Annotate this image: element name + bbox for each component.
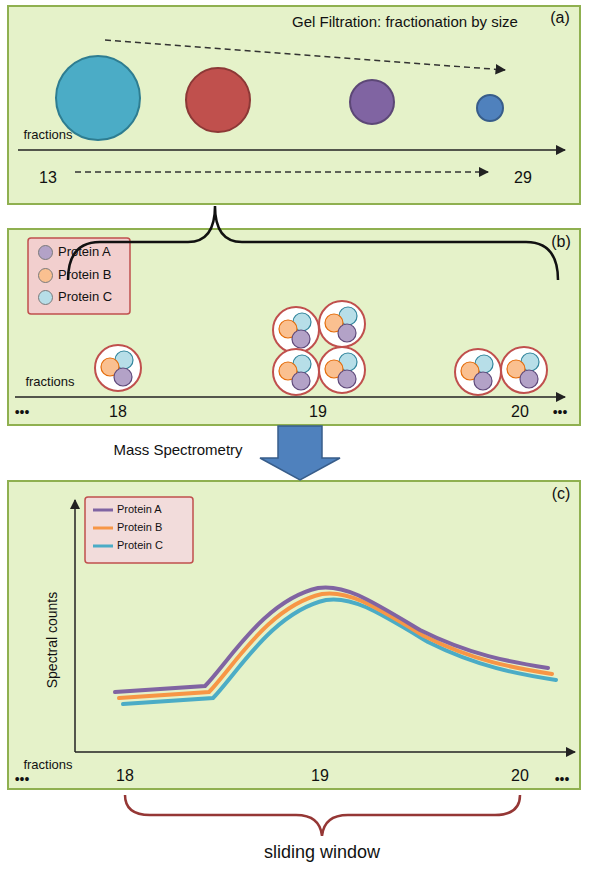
panel-text: fractions bbox=[23, 758, 72, 773]
protein-complex bbox=[455, 349, 501, 395]
panel-text: Spectral counts bbox=[44, 592, 60, 689]
fraction-axis bbox=[18, 149, 565, 151]
panel-text: Gel Filtration: fractionation by size bbox=[292, 13, 518, 30]
caption-label: sliding window bbox=[264, 842, 380, 863]
panel-text: (a) bbox=[550, 9, 570, 27]
fraction-axis bbox=[15, 396, 565, 398]
protein-complex bbox=[273, 349, 319, 395]
panel-text: ••• bbox=[15, 771, 30, 787]
panel-box: (c) Spectral counts fractions 18 19 20 ••• ••• bbox=[7, 480, 581, 790]
medium-large-molecule bbox=[186, 68, 250, 132]
protein-complex bbox=[319, 347, 365, 393]
panel-text: fractions bbox=[25, 375, 74, 390]
protein-a-curve bbox=[115, 587, 548, 692]
protein-c-curve bbox=[123, 599, 556, 704]
small-molecule bbox=[477, 95, 503, 121]
y-axis bbox=[74, 500, 76, 752]
panel-text: 18 bbox=[109, 403, 127, 421]
legend-line bbox=[93, 508, 113, 511]
large-molecule bbox=[56, 56, 140, 140]
curly-bracket bbox=[68, 206, 558, 280]
legend-line bbox=[93, 544, 113, 547]
panel-box: Gel Filtration: fractionation by size (a)… bbox=[7, 5, 581, 205]
panel-box: (b) fractions 18 19 20 ••• ••• bbox=[7, 228, 581, 426]
window-bracket bbox=[125, 795, 520, 836]
legend-line bbox=[93, 526, 113, 529]
medium-small-molecule bbox=[350, 80, 394, 124]
fraction-range-arrow bbox=[75, 171, 488, 173]
panel-text: 18 bbox=[116, 767, 134, 785]
panel-text: 19 bbox=[309, 403, 327, 421]
protein-b-curve bbox=[119, 593, 552, 698]
panel-text: ••• bbox=[15, 404, 30, 420]
panel-text: ••• bbox=[555, 771, 570, 787]
panel-text: (b) bbox=[551, 233, 571, 251]
panel-text: 29 bbox=[514, 169, 532, 187]
protein-complex bbox=[501, 347, 547, 393]
edge-label: Mass Spectrometry bbox=[113, 441, 242, 458]
panel-text: fractions bbox=[23, 128, 72, 143]
panel-text: 20 bbox=[511, 767, 529, 785]
legend-box bbox=[85, 497, 193, 563]
edge-layer bbox=[260, 426, 340, 480]
panel-text: ••• bbox=[553, 404, 568, 420]
legend-box bbox=[28, 238, 130, 314]
x-axis bbox=[75, 751, 575, 753]
panel-text: 19 bbox=[311, 767, 329, 785]
protein-complex bbox=[95, 345, 141, 391]
panel-text: (c) bbox=[552, 485, 571, 503]
panel-text: 13 bbox=[39, 169, 57, 187]
panel-text: 20 bbox=[511, 403, 529, 421]
block-arrow bbox=[260, 426, 340, 480]
size-trend-arrow bbox=[105, 40, 505, 70]
protein-complex bbox=[273, 307, 319, 353]
protein-complex bbox=[319, 301, 365, 347]
